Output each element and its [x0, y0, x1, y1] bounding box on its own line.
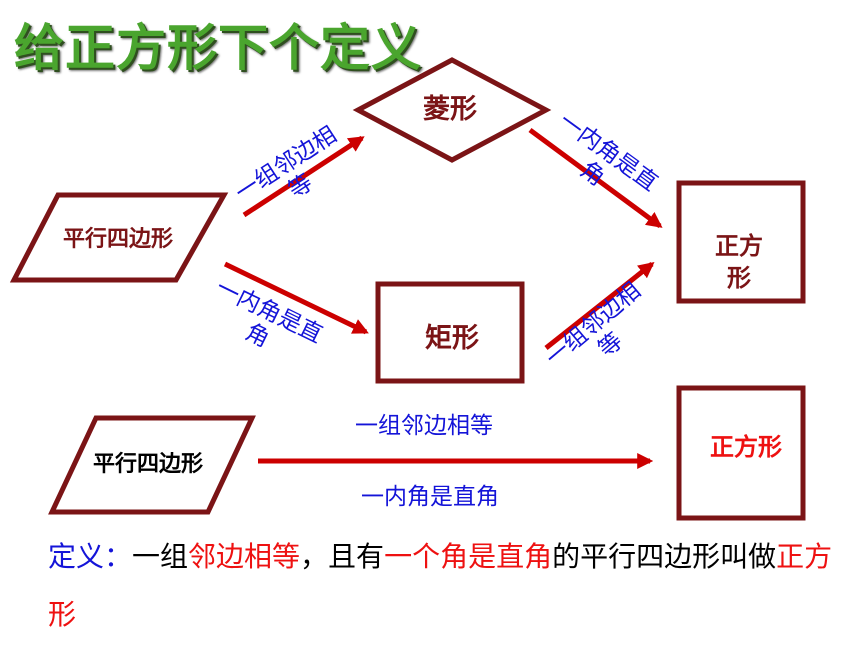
bottom-condition-above: 一组邻边相等 — [355, 413, 493, 439]
rectangle-label: 矩形 — [425, 323, 479, 354]
arrow-to-rhombus — [242, 135, 365, 218]
square-top-label-line1: 正方 — [715, 232, 763, 260]
definition-part3: ，且有 — [300, 540, 385, 573]
definition-text: 定义：一组邻边相等，且有一个角是直角的平行四边形叫做正方形 — [48, 528, 838, 644]
rectangle-to-square-condition-line1: 一组邻边相 — [541, 278, 646, 372]
parallelogram-top-label: 平行四边形 — [63, 226, 173, 252]
square-top-shape — [676, 180, 806, 304]
rhombus-to-square-condition-line1: 一内角是直 — [554, 108, 662, 197]
definition-term: 正方形 — [48, 540, 833, 631]
arrow-rhombus-to-square — [528, 127, 663, 229]
definition-part1: 一组 — [132, 540, 189, 573]
parallelogram-bottom-label: 平行四边形 — [93, 451, 203, 477]
parallelogram-top-shape — [9, 192, 229, 283]
arrow-rectangle-to-square — [544, 262, 655, 350]
square-top-label-line2: 形 — [727, 264, 751, 292]
definition-label: 定义： — [48, 540, 133, 573]
rhombus-label: 菱形 — [423, 94, 477, 125]
definition-adjacent-sides: 邻边相等 — [188, 540, 301, 573]
definition-part5: 的平行四边形叫做 — [552, 540, 777, 573]
definition-right-angle: 一个角是直角 — [384, 540, 553, 573]
bottom-condition-below: 一内角是直角 — [361, 484, 499, 510]
rectangle-shape — [375, 281, 525, 384]
arrow-to-rectangle — [223, 261, 369, 335]
square-bottom-label: 正方形 — [710, 433, 782, 461]
rhombus-shape — [352, 57, 552, 163]
parallelogram-bottom-shape — [48, 415, 256, 515]
square-bottom-shape — [676, 385, 806, 521]
page-title: 给正方形下个定义 — [14, 19, 422, 77]
